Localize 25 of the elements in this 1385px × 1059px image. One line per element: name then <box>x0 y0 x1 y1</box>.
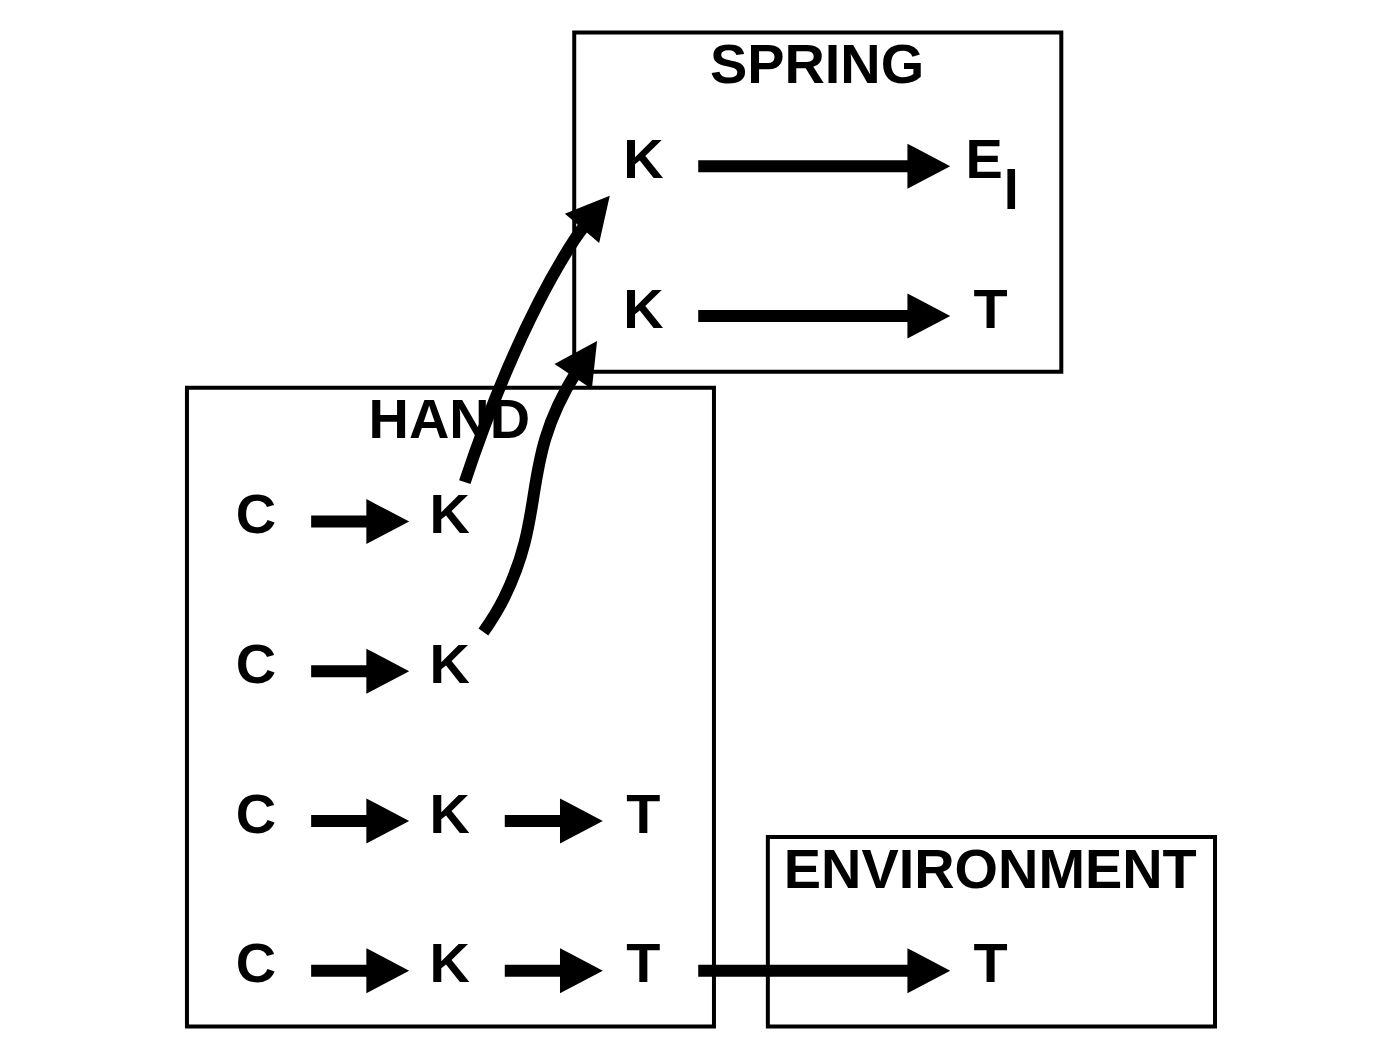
node-text: K <box>429 781 470 845</box>
node-text: C <box>235 482 276 546</box>
arrow <box>310 948 409 994</box>
node-text: C <box>235 781 276 845</box>
node-text: C <box>235 931 276 995</box>
node-text: T <box>972 931 1008 995</box>
node-text: T <box>625 931 660 995</box>
arrow <box>504 798 603 844</box>
arrow <box>478 341 597 636</box>
arrow <box>310 499 409 544</box>
node-text: K <box>429 632 470 696</box>
arrow <box>697 293 950 339</box>
node-text: C <box>235 632 276 696</box>
arrow <box>458 195 610 485</box>
node-text: T <box>972 276 1008 340</box>
arrow <box>504 948 603 994</box>
node-text: K <box>622 276 663 340</box>
node-text: K <box>429 482 470 546</box>
node-text: T <box>625 781 660 845</box>
arrow <box>697 948 950 994</box>
arrow <box>697 143 950 189</box>
arrow <box>310 648 409 694</box>
arrow <box>310 798 409 844</box>
node-text: K <box>429 931 470 995</box>
node-text: K <box>622 126 663 190</box>
